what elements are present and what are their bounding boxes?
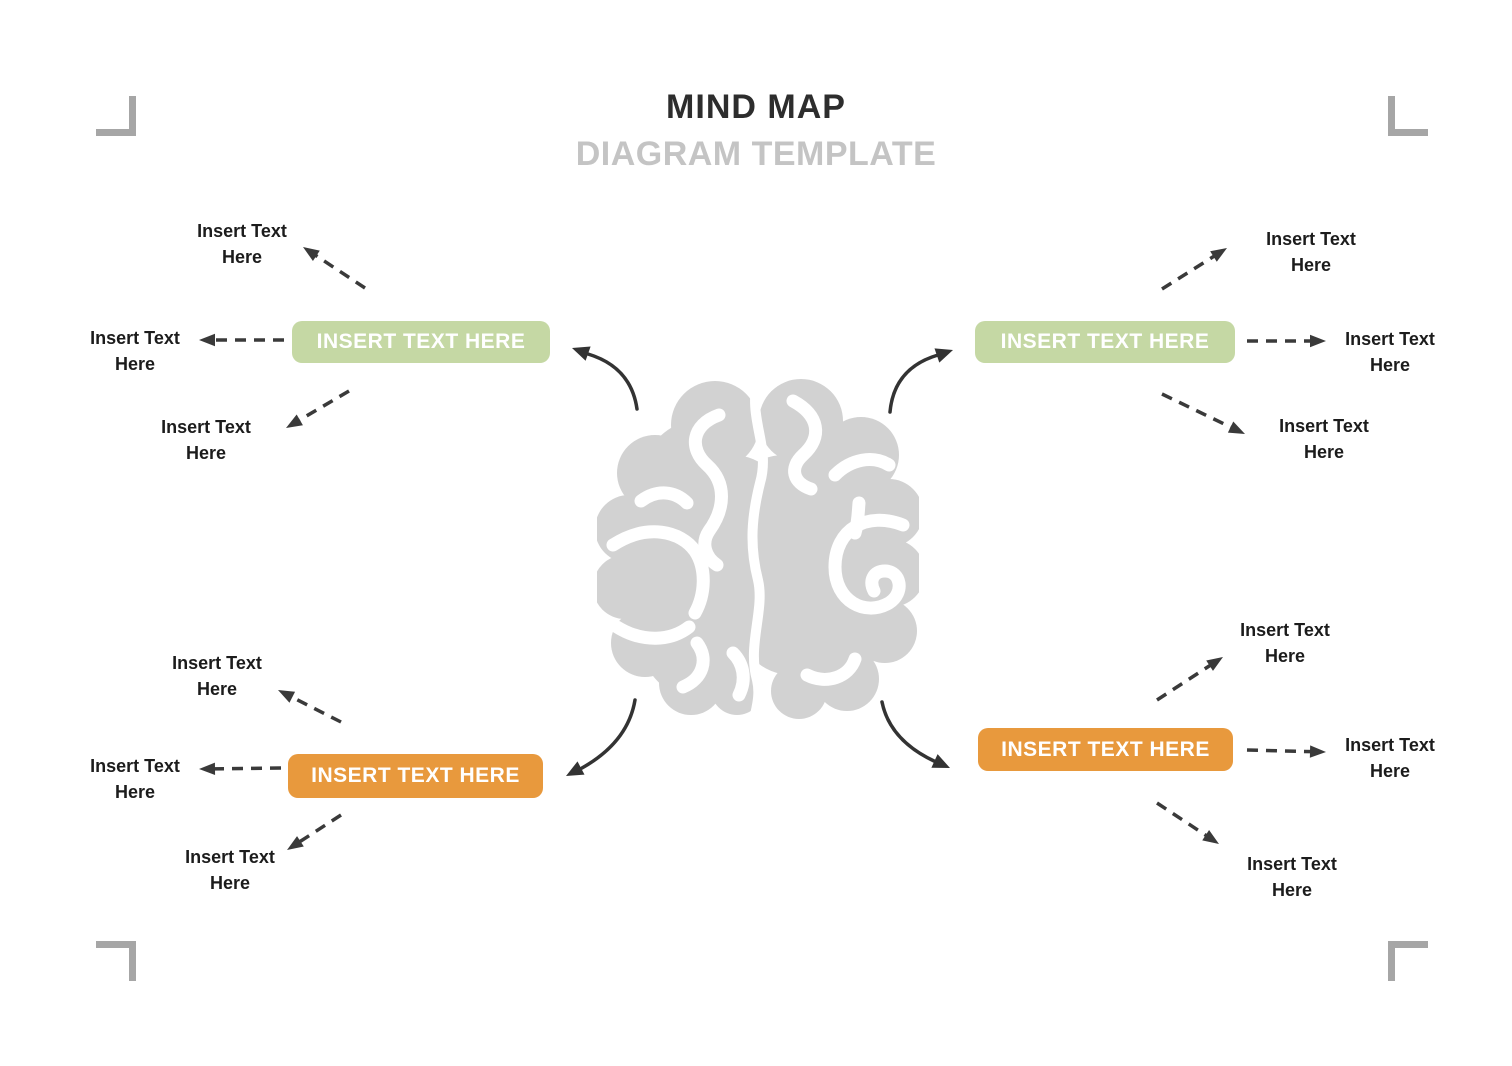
- dashed-arrowhead: [199, 762, 216, 776]
- leaf-label-bottom-left-1[interactable]: Insert Text Here: [172, 653, 262, 699]
- page-subtitle: DIAGRAM TEMPLATE: [575, 135, 937, 173]
- corner-mark-top-right: [1388, 96, 1428, 136]
- leaf-label-bottom-right-2[interactable]: Insert Text Here: [1345, 735, 1435, 781]
- page-title: MIND MAP: [666, 88, 846, 126]
- curved-arrow-to-top-left-box: [572, 346, 639, 411]
- dashed-arrowhead: [1227, 421, 1245, 434]
- dashed-arrowhead: [287, 836, 304, 850]
- dashed-arrows-bottom-left: [199, 690, 342, 850]
- curved-arrow-to-bottom-left-box: [566, 698, 637, 776]
- leaf-label-bottom-left-2[interactable]: Insert Text Here: [90, 756, 180, 802]
- dashed-arrowhead: [1310, 334, 1326, 348]
- branch-box-bottom-left[interactable]: INSERT TEXT HERE: [288, 754, 543, 798]
- leaf-label-bottom-right-3[interactable]: Insert Text Here: [1247, 854, 1337, 900]
- branch-box-top-right[interactable]: INSERT TEXT HERE: [975, 321, 1235, 363]
- dashed-arrowhead: [1206, 657, 1223, 671]
- corner-mark-bottom-left: [96, 941, 136, 981]
- arrowhead: [572, 346, 591, 361]
- leaf-label-bottom-right-1[interactable]: Insert Text Here: [1240, 620, 1330, 666]
- branch-box-top-left[interactable]: INSERT TEXT HERE: [292, 321, 550, 363]
- arrowhead: [931, 754, 950, 768]
- curved-arrow-to-top-right-box: [888, 348, 953, 414]
- leaf-label-top-right-3[interactable]: Insert Text Here: [1279, 416, 1369, 462]
- leaf-label-top-left-1[interactable]: Insert Text Here: [197, 221, 287, 267]
- dashed-arrows-top-right: [1161, 248, 1326, 434]
- dashed-arrows-top-left: [199, 247, 366, 428]
- brain-icon: [593, 372, 925, 726]
- corner-mark-top-left: [96, 96, 136, 136]
- dashed-arrowhead: [1202, 830, 1219, 844]
- dashed-arrowhead: [199, 333, 215, 347]
- curved-arrow-to-bottom-right-box: [880, 700, 950, 768]
- dashed-arrowhead: [1210, 248, 1227, 262]
- dashed-arrowhead: [278, 690, 296, 703]
- arrowhead: [566, 761, 585, 776]
- branch-box-bottom-right[interactable]: INSERT TEXT HERE: [978, 728, 1233, 771]
- leaf-label-top-left-3[interactable]: Insert Text Here: [161, 417, 251, 463]
- leaf-label-top-right-1[interactable]: Insert Text Here: [1266, 229, 1356, 275]
- dashed-arrowhead: [1309, 745, 1326, 758]
- leaf-label-top-left-2[interactable]: Insert Text Here: [90, 328, 180, 374]
- leaf-label-top-right-2[interactable]: Insert Text Here: [1345, 329, 1435, 375]
- leaf-label-bottom-left-3[interactable]: Insert Text Here: [185, 847, 275, 893]
- corner-mark-bottom-right: [1388, 941, 1428, 981]
- dashed-arrows-bottom-right: [1156, 657, 1326, 844]
- dashed-arrowhead: [303, 247, 320, 261]
- brain-silhouette: [593, 372, 925, 726]
- arrowhead: [934, 348, 953, 363]
- dashed-arrowhead: [286, 414, 303, 428]
